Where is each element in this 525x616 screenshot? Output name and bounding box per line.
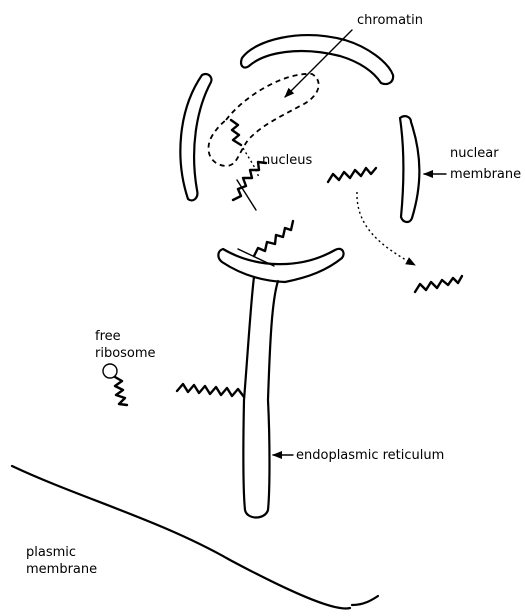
nucleus-label: nucleus [262,153,312,168]
free-ribosome-mrna [115,377,127,405]
cytoplasm-mrna-wave [415,276,462,292]
plasmic-membrane [12,466,350,609]
chromatin-mrna-wave [231,120,241,145]
plasmic-membrane-inner-tip [352,596,378,605]
free-ribosome-label-line1: free [95,329,121,344]
mrna-inner-wave [328,168,376,182]
nuclear-membrane-label-line1: nuclear [450,146,499,161]
nuclear-envelope-bottom [218,249,343,282]
nuclear-envelope-top [241,35,393,84]
endoplasmic-reticulum-stem [243,277,278,518]
plasmic-membrane-label-line2: membrane [26,562,97,577]
nuclear-membrane-label-line2: membrane [450,167,521,182]
mrna-pore-wave [254,221,293,256]
free-ribosome-label-line2: ribosome [95,346,156,361]
chromatin-label: chromatin [357,13,423,28]
export-arrow-dotted [357,192,415,265]
nuclear-envelope-right [400,116,419,222]
endoplasmic-reticulum-label: endoplasmic reticulum [296,448,444,463]
plasmic-membrane-label-line1: plasmic [26,545,76,560]
er-mrna-wave [177,384,244,397]
nuclear-envelope-left [180,74,211,200]
chromatin-arrow [285,30,352,97]
